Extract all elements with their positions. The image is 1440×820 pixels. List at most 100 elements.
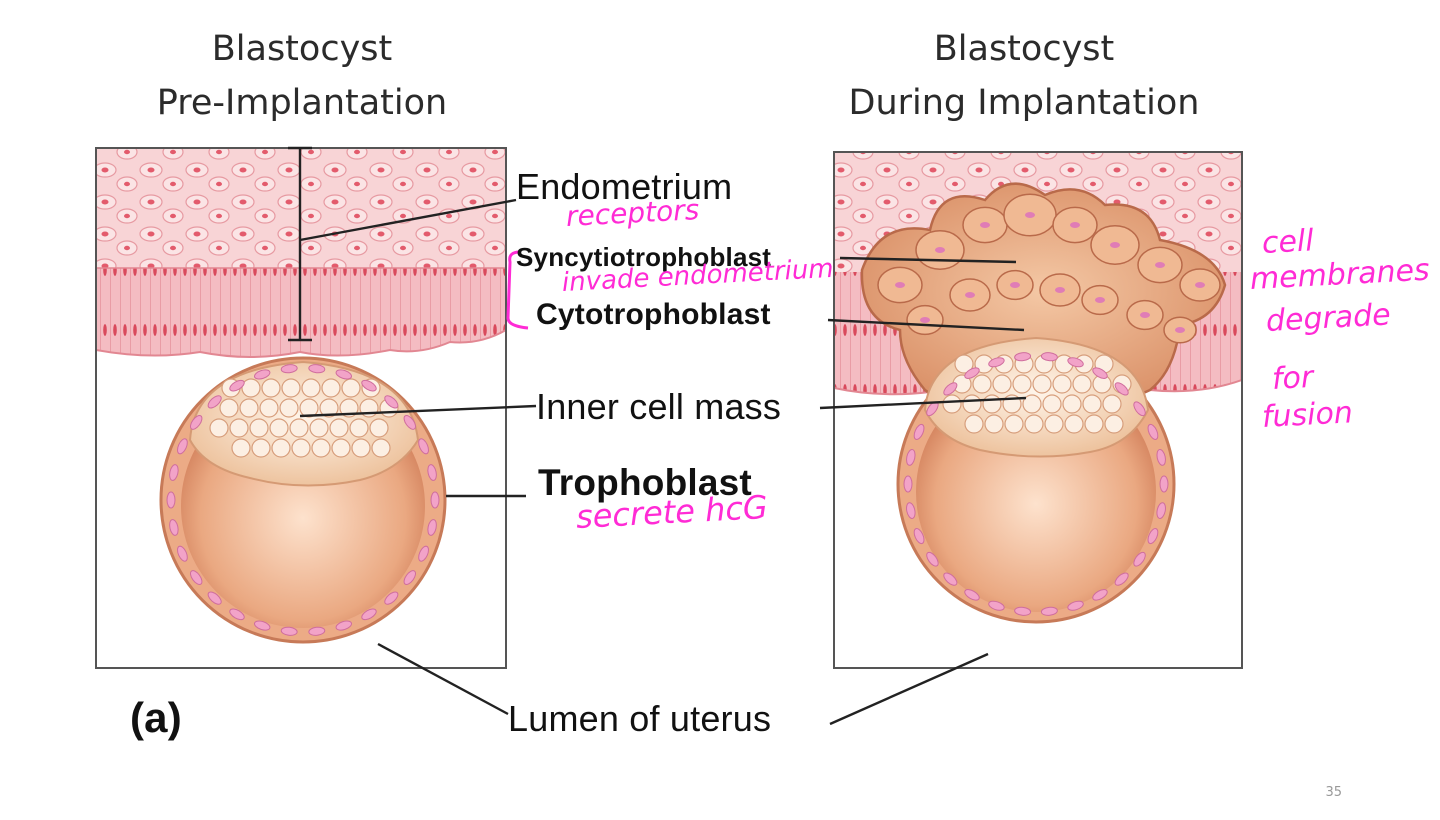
trophoblast-nucleus: [988, 600, 1005, 611]
trophoblast-nucleus: [1159, 475, 1169, 493]
icm-cell: [241, 378, 261, 398]
trophoblast-nucleus: [430, 491, 440, 509]
icm-cell: [311, 438, 331, 458]
trophoblast-nucleus: [988, 357, 1005, 368]
trophoblast-nucleus: [384, 591, 399, 605]
trophoblast-nucleus: [207, 591, 222, 605]
icm-cell: [329, 418, 349, 438]
icm-cell: [321, 378, 341, 398]
trophoblast-nucleus: [166, 491, 176, 509]
left-title-line-2: Pre-Implantation: [156, 83, 448, 123]
trophoblast-nucleus: [926, 551, 939, 567]
trophoblast-nucleus: [1067, 357, 1084, 368]
syncytiotrophoblast-nucleus: [1155, 262, 1165, 268]
icm-cell: [972, 374, 992, 394]
icm-cell: [209, 418, 229, 438]
trophoblast-nucleus: [403, 415, 416, 430]
icm-cell: [1052, 374, 1072, 394]
trophoblast-nucleus: [229, 379, 245, 392]
endometrium-label: Endometrium: [516, 166, 733, 207]
trophoblast-nucleus: [1114, 572, 1129, 586]
icm-cell: [1042, 394, 1062, 414]
right-title-line-2: During Implantation: [848, 83, 1200, 123]
icm-cell: [319, 398, 339, 418]
trophoblast-nucleus: [418, 545, 429, 562]
icm-cell: [942, 394, 962, 414]
trophoblast-nucleus: [335, 620, 352, 631]
trophoblast-nucleus: [229, 608, 245, 621]
side-note-line-5: fusion: [1261, 395, 1354, 435]
syncytiotrophoblast-nucleus: [1055, 287, 1065, 293]
right-panel-frame: [833, 151, 1243, 669]
icm-cell: [349, 418, 369, 438]
syncytiotrophoblast-nucleus: [965, 292, 975, 298]
icm-cell: [269, 418, 289, 438]
trophoblast-nucleus: [335, 369, 352, 380]
trophoblast-nucleus: [964, 367, 980, 379]
trophoblast-nucleus: [361, 608, 377, 621]
icm-cell: [984, 414, 1004, 434]
icm-cell: [982, 394, 1002, 414]
left-trophoblast-nuclei: [166, 364, 440, 636]
trophoblast-nucleus: [1114, 382, 1129, 396]
endometrium-leader: [299, 198, 517, 242]
trophoblast-nucleus: [913, 528, 925, 545]
trophoblast-nucleus: [384, 395, 399, 409]
icm-cell: [281, 378, 301, 398]
icm-cell: [1062, 394, 1082, 414]
syncytiotrophoblast-nucleus: [1010, 282, 1020, 288]
trophoblast-nucleus: [403, 570, 416, 585]
trophoblast-nucleus: [361, 379, 377, 392]
syncytiotrophoblast-nucleus: [895, 282, 905, 288]
right-title-line-1: Blastocyst: [933, 29, 1115, 69]
trophoblast-nucleus: [943, 382, 958, 396]
inner-cell-mass-label: Inner cell mass: [536, 386, 782, 427]
icm-cell: [371, 438, 391, 458]
trophoblast-nucleus: [1156, 449, 1166, 466]
icm-cell: [1044, 414, 1064, 434]
syncytiotrophoblast-nucleus: [1140, 312, 1150, 318]
icm-cell: [249, 418, 269, 438]
syncytiotrophoblast-label: Syncytiotrophoblast: [516, 242, 772, 272]
icm-cell: [954, 354, 974, 374]
syncytio-leader: [839, 256, 1017, 264]
trophoblast-nucleus: [1092, 367, 1108, 379]
icm-cell: [1084, 414, 1104, 434]
icm-left-leader: [299, 404, 537, 418]
trophoblast-nucleus: [903, 475, 913, 493]
trophoblast-nucleus: [190, 415, 203, 430]
lumen-right-leader: [829, 652, 989, 726]
icm-cell: [239, 398, 259, 418]
trophoblast-nucleus: [913, 423, 925, 440]
page-number: 35: [1325, 785, 1342, 800]
icm-cell: [992, 374, 1012, 394]
icm-cell: [331, 438, 351, 458]
trophoblast-nucleus: [207, 395, 222, 409]
syncytiotrophoblast-nucleus: [1175, 327, 1185, 333]
icm-cell: [1004, 414, 1024, 434]
trophoblast-nucleus: [280, 364, 298, 374]
trophoblast-nucleus: [1067, 600, 1084, 611]
syncytiotrophoblast-nucleus: [1110, 242, 1120, 248]
syncytiotrophoblast-nucleus: [1095, 297, 1105, 303]
icm-cell: [962, 394, 982, 414]
leader-lines: [288, 146, 1027, 726]
trophoblast-nucleus: [964, 589, 980, 601]
left-icm-cells: [209, 378, 399, 458]
trophoblast-nucleus: [280, 626, 298, 636]
lumen-label: Lumen of uterus: [508, 698, 772, 739]
right-blastocyst: [860, 182, 1227, 624]
syncytiotrophoblast-cells: [877, 193, 1221, 344]
left-title-line-1: Blastocyst: [211, 29, 393, 69]
icm-cell: [1032, 374, 1052, 394]
icm-cell: [1082, 394, 1102, 414]
icm-cell: [1022, 394, 1042, 414]
syncytiotrophoblast-nucleus: [1025, 212, 1035, 218]
trophoblast-nucleus: [1156, 502, 1166, 519]
icm-cell: [1024, 414, 1044, 434]
syncytiotrophoblast-nucleus: [935, 247, 945, 253]
icm-right-leader: [819, 396, 1027, 410]
trophoblast-nucleus: [418, 438, 429, 455]
trophoblast-nucleus: [254, 369, 271, 380]
icm-cell: [251, 438, 271, 458]
